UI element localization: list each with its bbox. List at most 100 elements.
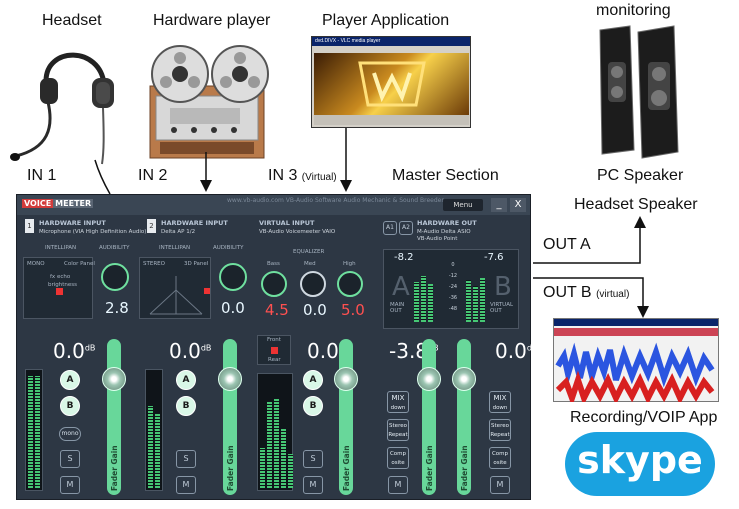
pc-speaker-label: PC Speaker [597, 167, 684, 184]
master-meter-panel: -8.2 -7.6 A B MAIN OUT VIRTUAL OUT 0-12-… [383, 249, 519, 329]
speakers-icon [599, 25, 679, 159]
master-device-a[interactable]: M-Audio Delta ASIO [417, 229, 471, 235]
strip1-pan-panel[interactable]: MONO Color Panel fx echo brightness [23, 257, 95, 319]
strip1-pan-dot[interactable] [56, 288, 63, 295]
eq-bass-knob[interactable] [261, 271, 287, 297]
strip3-header: VIRTUAL INPUT VB-Audio Voicemeeter VAIO [249, 219, 369, 241]
strip2-audibility-value: 0.0 [221, 299, 245, 317]
player-controls [314, 115, 469, 125]
monitoring-label: monitoring [596, 2, 671, 19]
eq-bass-value: 4.5 [265, 301, 289, 319]
strip3-pan-dot[interactable] [271, 347, 278, 354]
strip2-bus-b-button[interactable]: B [176, 396, 196, 416]
eq-high-knob[interactable] [337, 271, 363, 297]
master-b-fader-knob[interactable] [452, 367, 476, 391]
master-b-mute-button[interactable]: M [490, 476, 510, 494]
strip3-bus-a-button[interactable]: A [303, 370, 323, 390]
strip2-pan-panel[interactable]: STEREO 3D Panel [139, 257, 211, 319]
strip1-bus-a-button[interactable]: A [60, 370, 80, 390]
strip1-audibility-label: AUDIBILITY [99, 245, 130, 251]
waveform-icon [554, 328, 718, 407]
master-letter-a: A [392, 272, 410, 302]
master-a-fader-label: Fader Gain [425, 445, 434, 491]
strip2-fader-label: Fader Gain [226, 445, 235, 491]
strip2-audibility-knob[interactable] [219, 263, 247, 291]
out-b-label: OUT B (virtual) [543, 284, 630, 301]
strip2-fader-knob[interactable] [218, 367, 242, 391]
strip2-pan-dot[interactable] [204, 288, 210, 294]
menu-button[interactable]: Menu [443, 199, 483, 211]
strip2-number[interactable]: 2 [147, 219, 156, 233]
strip2-solo-button[interactable]: S [176, 450, 196, 468]
strip3-bus-b-button[interactable]: B [303, 396, 323, 416]
skype-logo: skype [565, 432, 715, 496]
eq-med-value: 0.0 [303, 301, 327, 319]
strip2-bus-a-button[interactable]: A [176, 370, 196, 390]
main-out-label: MAIN OUT [390, 302, 405, 314]
master-meter-b [464, 264, 490, 324]
master-a-fader-knob[interactable] [417, 367, 441, 391]
minimize-button[interactable]: _ [491, 198, 507, 212]
close-button[interactable]: X [510, 198, 526, 212]
eq-high-label: High [343, 261, 356, 267]
strip1-solo-button[interactable]: S [60, 450, 80, 468]
strip1-header: 1 HARDWARE INPUT Microphone (VIA High De… [25, 219, 146, 241]
master-title: HARDWARE OUT [417, 219, 477, 227]
strip1-mute-button[interactable]: M [60, 476, 80, 494]
strip1-mono-button[interactable]: mono [59, 427, 81, 441]
headset-label: Headset [42, 12, 102, 29]
strip1-audibility-knob[interactable] [101, 263, 129, 291]
strip2-header: 2 HARDWARE INPUT Delta AP 1/2 [147, 219, 247, 241]
strip3-fader-knob[interactable] [334, 367, 358, 391]
strip1-fader-knob[interactable] [102, 367, 126, 391]
eq-med-knob[interactable] [300, 271, 326, 297]
reel-to-reel-icon [149, 45, 269, 159]
master-meter-a [412, 264, 438, 324]
eq-med-label: Med [304, 261, 316, 267]
strip1-device[interactable]: Microphone (VIA High Definition Audio) [39, 229, 147, 235]
master-device-b[interactable]: VB-Audio Point [417, 236, 458, 242]
master-b-db-value: 0.0dB [495, 339, 538, 363]
master-a2-button[interactable]: A2 [399, 221, 413, 235]
strip1-bus-b-button[interactable]: B [60, 396, 80, 416]
strip2-db-value: 0.0dB [169, 339, 212, 363]
strip1-panel-mode: Color Panel [64, 261, 95, 267]
strip1-fx: fx echo [50, 274, 71, 280]
strip2-device[interactable]: Delta AP 1/2 [161, 229, 196, 235]
master-a1-button[interactable]: A1 [383, 221, 397, 235]
headset-speaker-label: Headset Speaker [574, 196, 698, 213]
strip3-pan-panel[interactable]: Front Rear [257, 335, 291, 365]
recording-app-label: Recording/VOIP App [570, 409, 718, 426]
strip3-rear-label: Rear [268, 357, 281, 363]
master-header: HARDWARE OUT M-Audio Delta ASIO VB-Audio… [403, 219, 523, 242]
strip2-mute-button[interactable]: M [176, 476, 196, 494]
strip2-audibility-label: AUDIBILITY [213, 245, 244, 251]
master-scale: 0-12-24-36-48 [448, 262, 458, 312]
eq-high-value: 5.0 [341, 301, 365, 319]
strip1-number[interactable]: 1 [25, 219, 34, 233]
strip3-fader-label: Fader Gain [342, 445, 351, 491]
strip3-solo-button[interactable]: S [303, 450, 323, 468]
strip1-fader-label: Fader Gain [110, 445, 119, 491]
strip1-intellipan-label: INTELLIPAN [45, 245, 77, 251]
strip2-mode: STEREO [143, 261, 165, 267]
strip3-mute-button[interactable]: M [303, 476, 323, 494]
strip1-level-meter [25, 369, 43, 491]
master-b-fader-label: Fader Gain [460, 445, 469, 491]
strip1-audibility-value: 2.8 [105, 299, 129, 317]
master-a-mute-button[interactable]: M [388, 476, 408, 494]
player-window: dvd.DIVX - VLC media player [311, 36, 471, 128]
strip1-title: HARDWARE INPUT [39, 219, 106, 227]
strip2-3d-grid-icon [149, 276, 203, 315]
player-application-label: Player Application [322, 12, 450, 29]
strip1-brightness: brightness [48, 282, 78, 288]
